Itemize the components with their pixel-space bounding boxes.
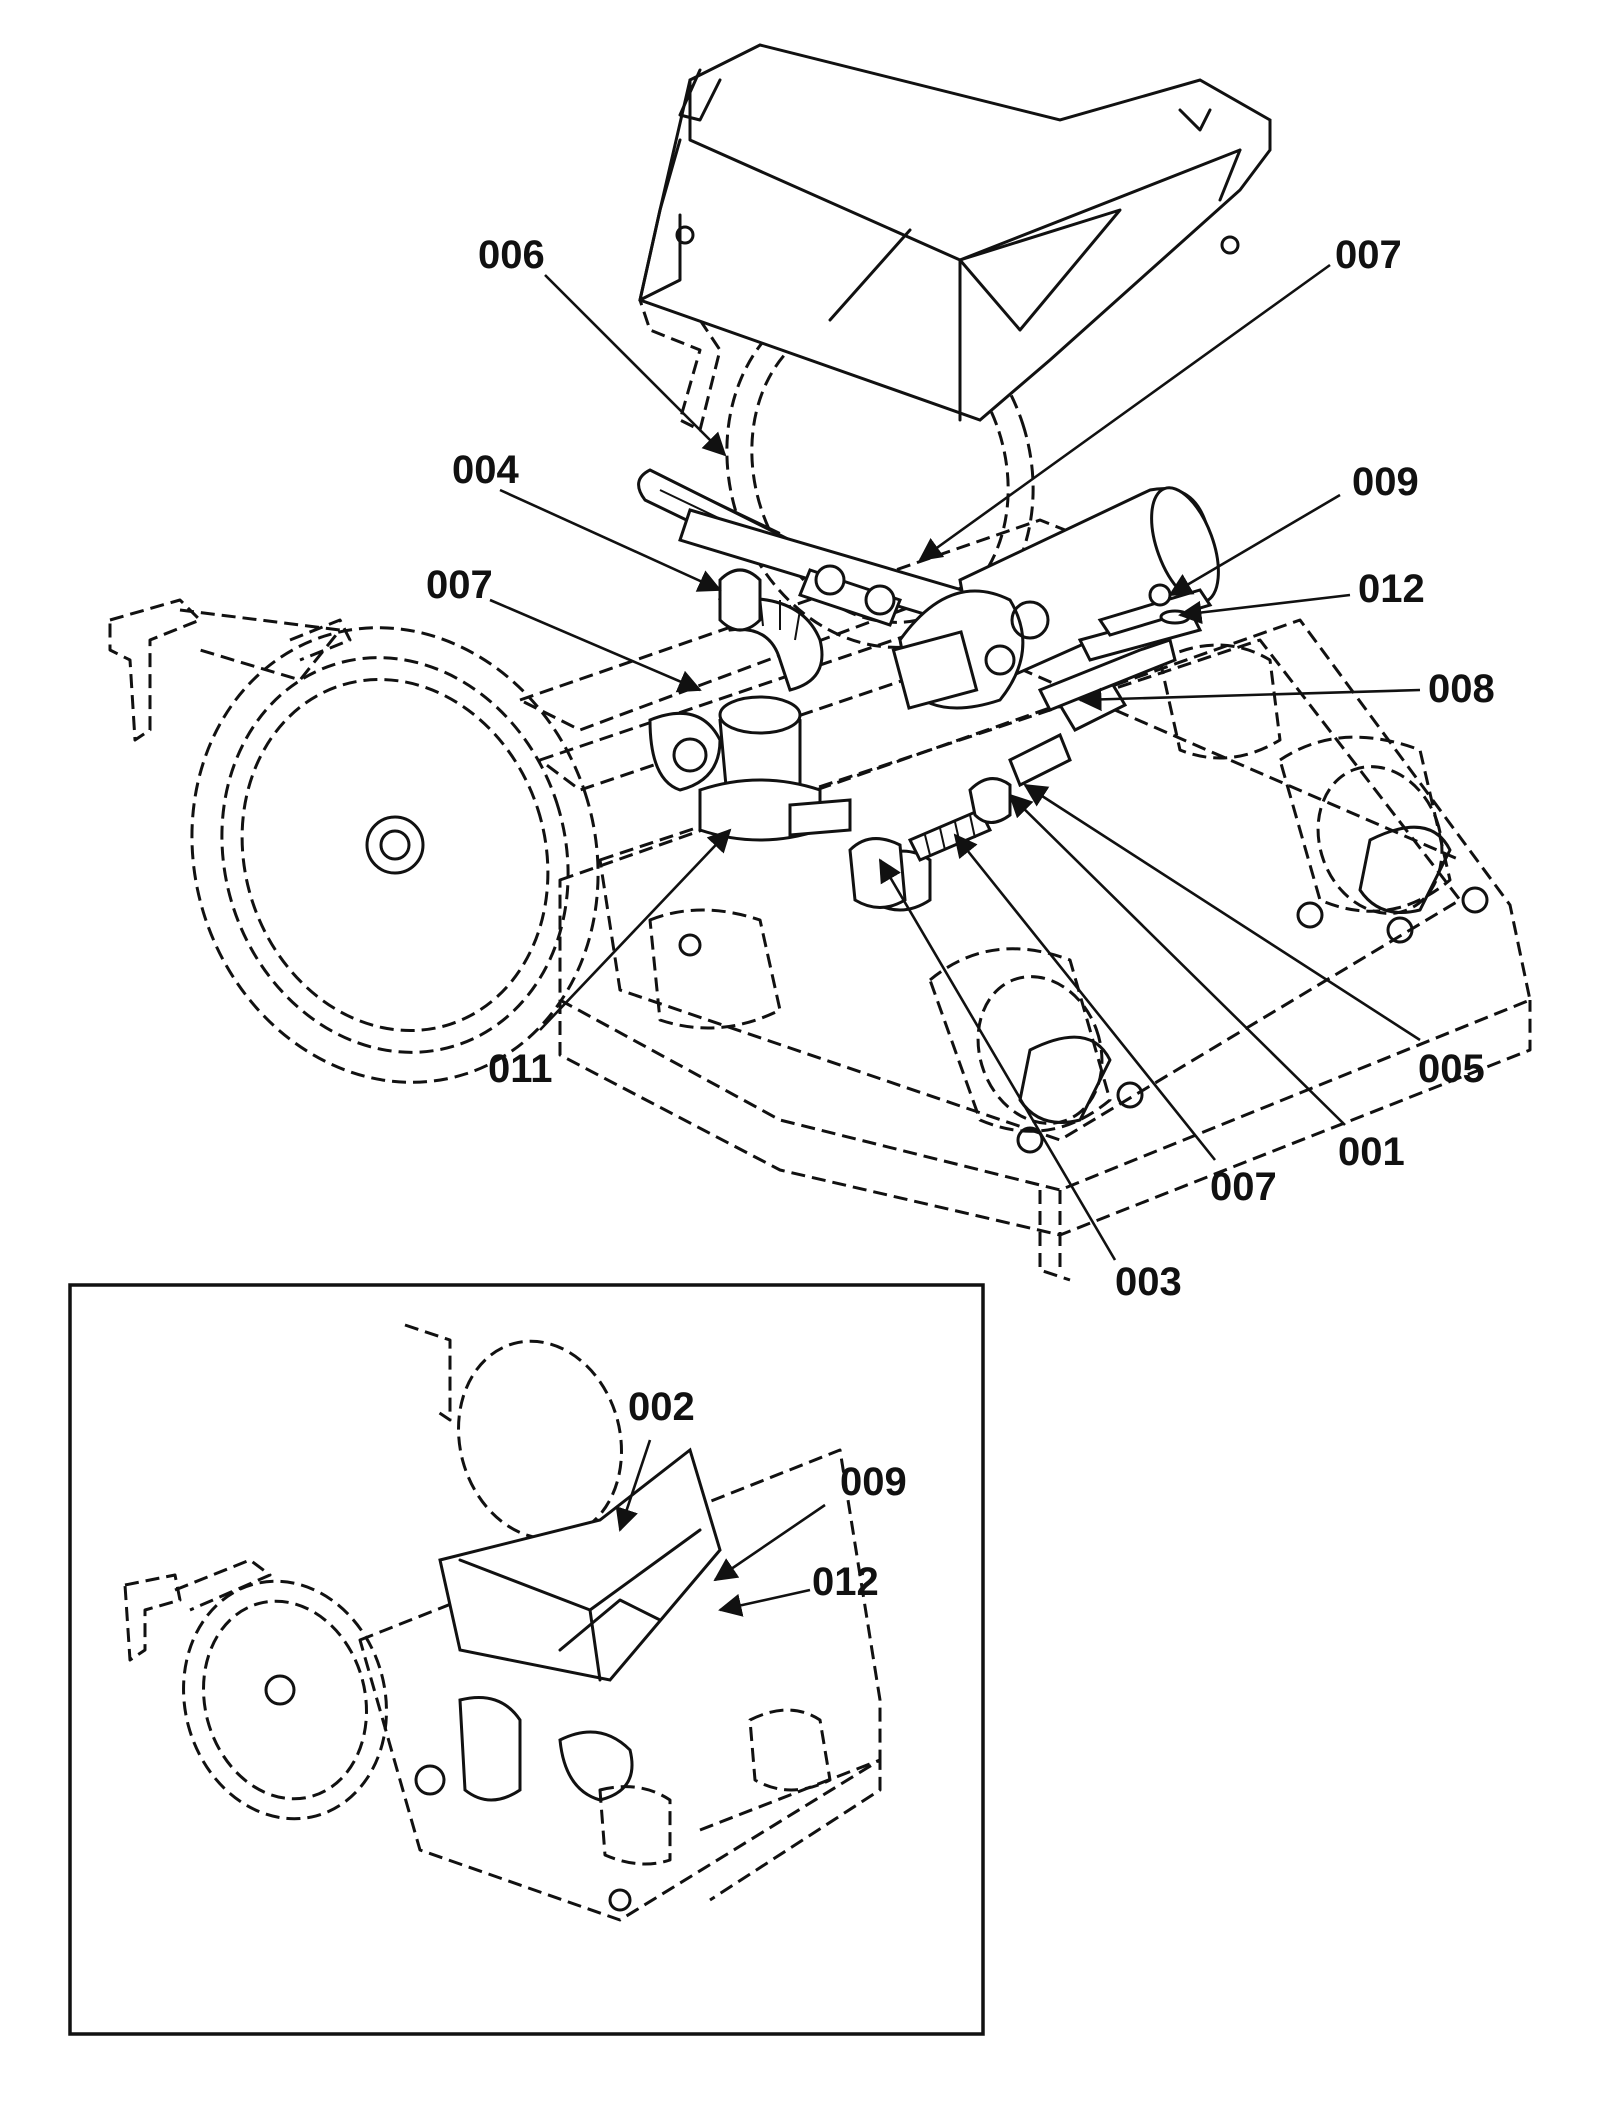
callout-003: 003: [1115, 1260, 1182, 1304]
callout-004: 004: [452, 448, 519, 492]
solution-pump: [648, 695, 852, 842]
inset-frame: [68, 1283, 985, 2036]
side-caster: [648, 643, 1282, 1030]
front-caster-right: [1278, 735, 1489, 944]
handle-bracket: [108, 298, 722, 742]
main-assembly-view: 006 007 004 007 009 012 008 011 005 001 …: [108, 43, 1532, 1304]
callout-leaders-main: [489, 263, 1421, 1261]
rear-wheel-left: [190, 626, 600, 1084]
callout-007-bottom: 007: [1210, 1165, 1277, 1209]
inset-view: 002 009 012: [68, 1283, 985, 2036]
callout-005: 005: [1418, 1047, 1485, 1091]
callout-011: 011: [488, 1047, 553, 1091]
callout-012: 012: [1358, 567, 1425, 611]
front-caster-left: [928, 947, 1144, 1154]
inset-callout-002: 002: [628, 1385, 695, 1429]
callout-labels-main: 006 007 004 007 009 012 008 011 005 001 …: [426, 233, 1495, 1304]
cover-shroud: [638, 43, 1272, 422]
callout-006: 006: [478, 233, 545, 277]
callout-007-left: 007: [426, 563, 493, 607]
callout-007-top: 007: [1335, 233, 1402, 277]
callout-008: 008: [1428, 667, 1495, 711]
callout-001: 001: [1338, 1130, 1405, 1174]
hose-assembly: [717, 564, 1213, 912]
inset-callout-012: 012: [812, 1560, 879, 1604]
callout-009: 009: [1352, 460, 1419, 504]
inset-callout-009: 009: [840, 1460, 907, 1504]
